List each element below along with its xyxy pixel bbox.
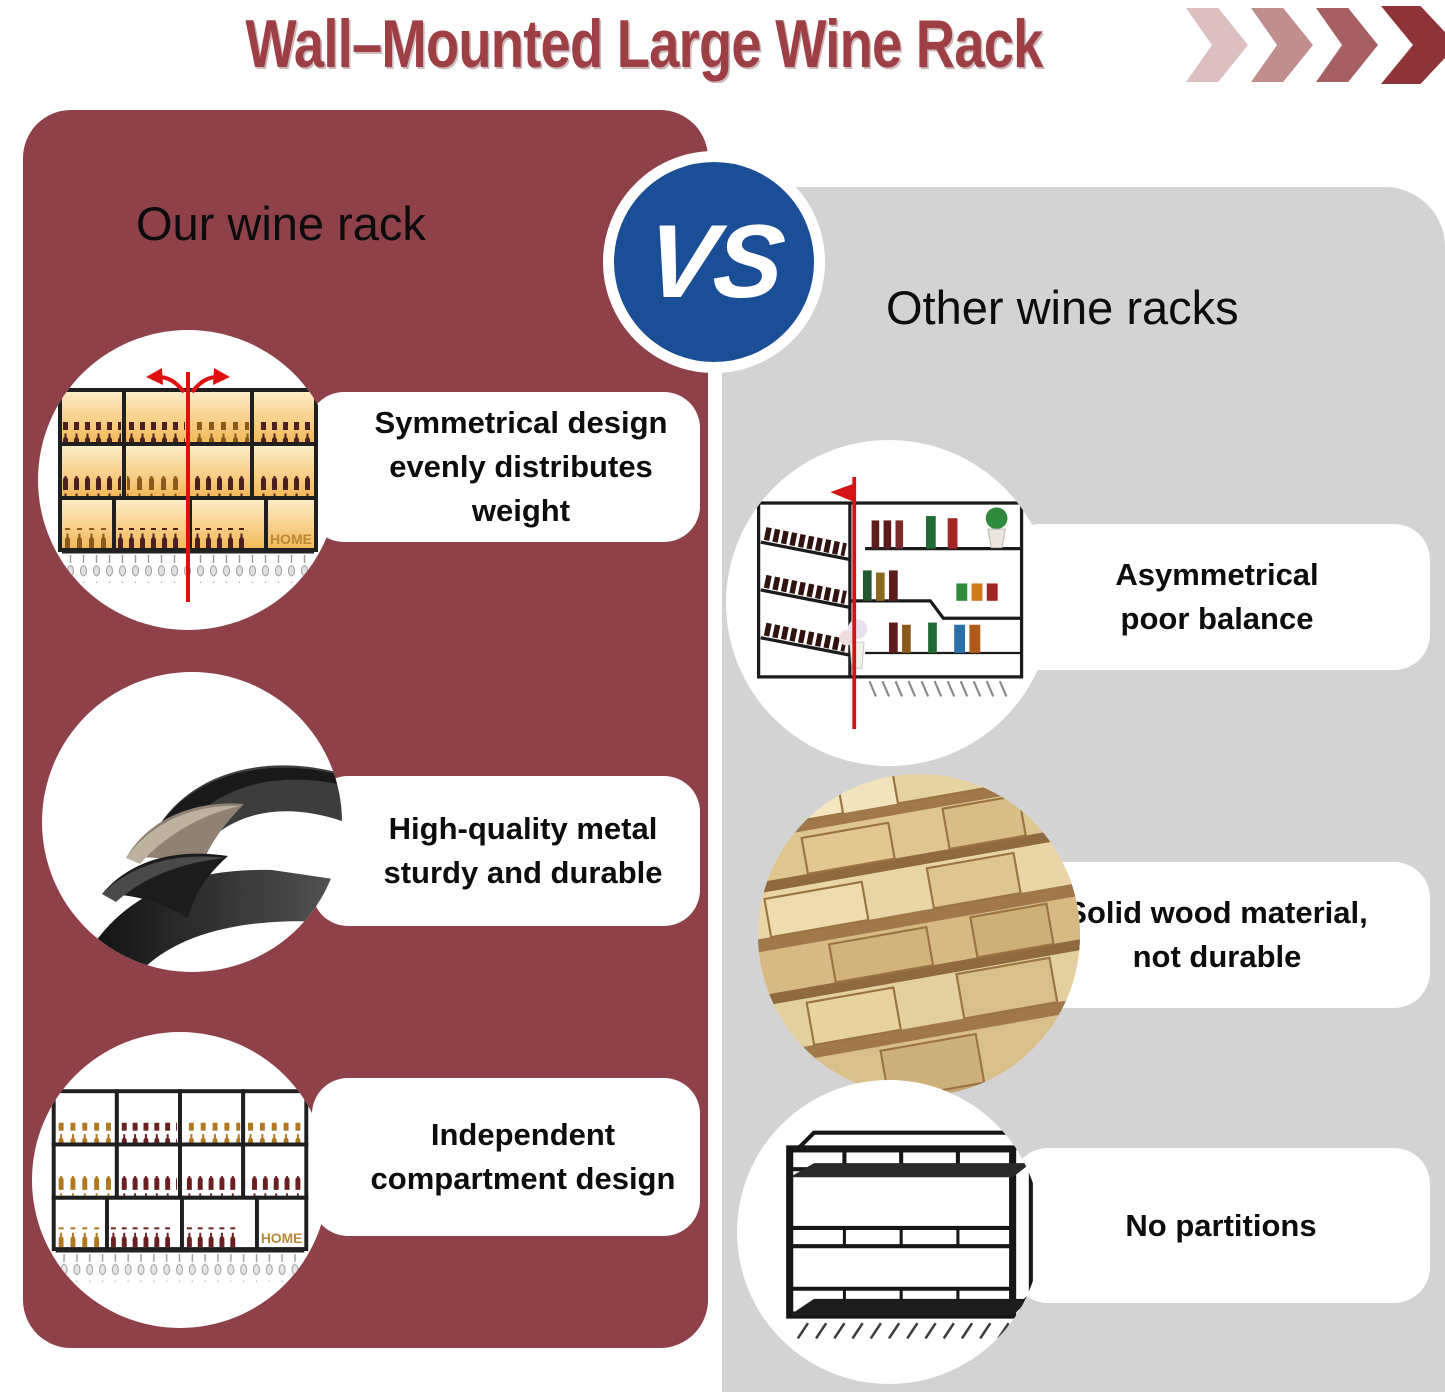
right-panel-heading: Other wine racks [886, 281, 1239, 334]
chevron-right-icon [1186, 8, 1248, 82]
vs-label: VS [640, 204, 788, 320]
compartment-wine-rack-illustration: HOME [32, 1032, 328, 1328]
feature-label-line: Solid wood material, [1066, 895, 1368, 930]
page-title: Wall–Mounted Large Wine Rack [245, 6, 1043, 82]
asymmetrical-wine-rack-illustration [726, 440, 1052, 766]
feature-label-line: evenly distributes weight [389, 449, 653, 528]
feature-label-line: Independent [430, 1117, 616, 1152]
chevron-right-icon [1251, 8, 1313, 82]
vs-badge: VS [603, 151, 825, 373]
chevron-right-icon [1381, 6, 1445, 84]
symmetrical-wine-rack-illustration: HOME [38, 330, 338, 630]
feature-label-line: No partitions [1125, 1207, 1317, 1243]
feature-label-line: Symmetrical design [374, 405, 668, 440]
feature-label-compartment: Independent compartment design [312, 1078, 700, 1236]
feature-label-line: not durable [1132, 939, 1302, 974]
feature-label-line: compartment design [370, 1161, 676, 1196]
home-sign-text: HOME [270, 531, 312, 547]
chevron-right-icon [1316, 8, 1378, 82]
feature-label-line: Asymmetrical [1115, 557, 1319, 592]
empty-metal-rack-illustration [737, 1080, 1041, 1384]
title-chevron-arrows [1186, 6, 1445, 84]
feature-label-line: High-quality metal [388, 811, 658, 846]
metal-sheets-illustration [42, 672, 342, 972]
feature-label-line: sturdy and durable [383, 855, 663, 890]
home-sign-text: HOME [261, 1230, 302, 1246]
stacked-wood-planks-photo [758, 774, 1080, 1096]
feature-label-no-partitions: No partitions [1012, 1148, 1430, 1303]
feature-label-line: poor balance [1120, 601, 1314, 636]
feature-label-symmetrical: Symmetrical design evenly distributes we… [308, 392, 700, 542]
feature-label-metal: High-quality metal sturdy and durable [312, 776, 700, 926]
feature-label-asymmetrical: Asymmetrical poor balance [1004, 524, 1430, 670]
left-panel-heading: Our wine rack [136, 197, 426, 250]
